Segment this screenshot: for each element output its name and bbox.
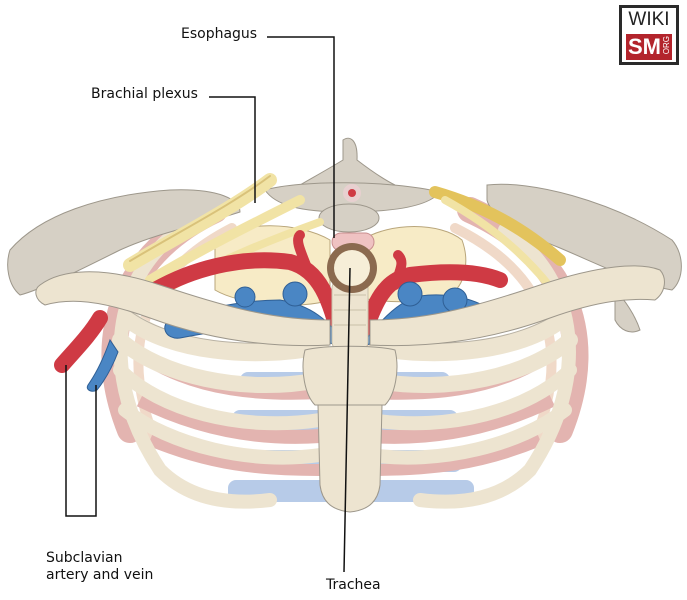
leader-lines xyxy=(65,36,351,573)
trachea-lumen xyxy=(334,250,370,286)
rib-bone-right-4 xyxy=(363,403,572,465)
sternal-body xyxy=(317,404,383,513)
sternum xyxy=(302,345,398,513)
label-trachea: Trachea xyxy=(326,577,381,593)
spinous-process xyxy=(298,137,396,186)
rib-bone-left-4 xyxy=(118,403,327,465)
vertebra xyxy=(264,137,441,233)
subclavian-artery-right-branch xyxy=(390,250,407,290)
rib-bone-left-1 xyxy=(121,311,329,362)
logo-bottom-block: SM ORG xyxy=(626,34,672,60)
vein-node-left-2 xyxy=(282,281,308,307)
rib-bone-left-3 xyxy=(113,363,327,431)
subclavian-vein-outside xyxy=(86,338,119,392)
label-subclavian-artery-and-vein: Subclavian artery and vein xyxy=(46,550,154,583)
rib-pink-right-2 xyxy=(369,393,556,444)
subclavian-artery-left-branch xyxy=(293,230,315,280)
spinal-cord-center xyxy=(348,189,356,197)
rib-outer-right xyxy=(413,223,576,509)
rib-pink-right-3 xyxy=(369,434,543,476)
wikism-logo: WIKI SM ORG xyxy=(619,5,679,65)
rib-bone-right-2 xyxy=(362,332,578,393)
vein-node-left-1 xyxy=(234,286,256,308)
manubrium xyxy=(302,345,398,406)
vein-node-right-1 xyxy=(397,281,423,307)
logo-top-text: WIKI xyxy=(628,9,670,30)
subclavian-artery-right xyxy=(354,264,508,348)
rib-bone-right-1 xyxy=(361,311,569,362)
subclavian-artery-left xyxy=(147,252,348,348)
clavicle-left xyxy=(35,271,331,347)
rib-pink-left-2 xyxy=(136,393,321,444)
leader-trachea xyxy=(343,267,351,573)
subclavian-artery-outside xyxy=(54,310,108,373)
label-esophagus: Esophagus xyxy=(181,26,258,42)
leader-subclavian xyxy=(65,365,97,517)
clavicle-right xyxy=(369,265,665,347)
leader-esophagus xyxy=(267,36,335,238)
vertebral-body xyxy=(318,203,380,233)
label-brachial-plexus: Brachial plexus xyxy=(91,86,198,102)
plexus-left-2 xyxy=(145,195,305,285)
rib-bone-right-3 xyxy=(363,363,577,431)
logo-bottom-text: SM xyxy=(628,34,661,59)
plexus-right-1 xyxy=(429,186,566,266)
leader-brachial-plexus xyxy=(209,96,256,203)
rib-bone-left-2 xyxy=(112,332,328,393)
logo-side-text: ORG xyxy=(662,36,671,55)
trachea-esophagus xyxy=(327,232,377,293)
rib-pink-left-3 xyxy=(147,434,321,476)
subclavian-arteries xyxy=(54,230,508,373)
clavicles xyxy=(35,265,665,347)
